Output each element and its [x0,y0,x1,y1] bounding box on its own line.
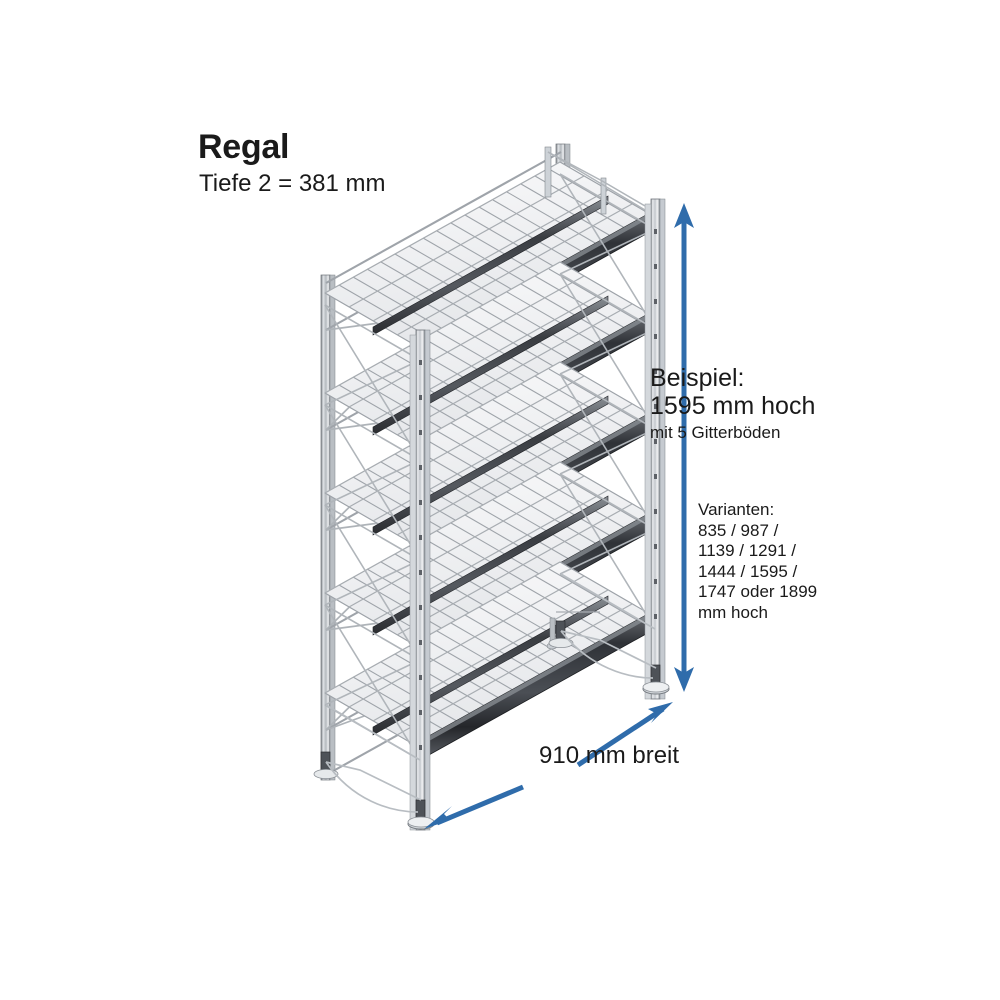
rear-left-foot [313,751,339,780]
base-bracing [325,573,657,813]
width-dimension-label: 910 mm breit [539,742,680,769]
front-right-post [642,198,670,700]
example-height-value: 1595 mm hoch [650,392,816,420]
page-title: Regal [198,128,290,166]
depth-spec-label: Tiefe 2 = 381 mm [199,170,386,197]
front-left-post [407,329,435,831]
shelf-level-5 [323,561,662,761]
rear-right-foot [548,620,574,649]
height-dimension-arrow [674,203,694,692]
variants-list: Varianten: 835 / 987 / 1139 / 1291 / 144… [698,500,818,622]
example-shelf-count-note: mit 5 Gitterböden [650,423,781,442]
top-frame-extensions [544,146,646,215]
example-label: Beispiel: [650,364,745,392]
width-dimension-arrow [424,702,673,829]
